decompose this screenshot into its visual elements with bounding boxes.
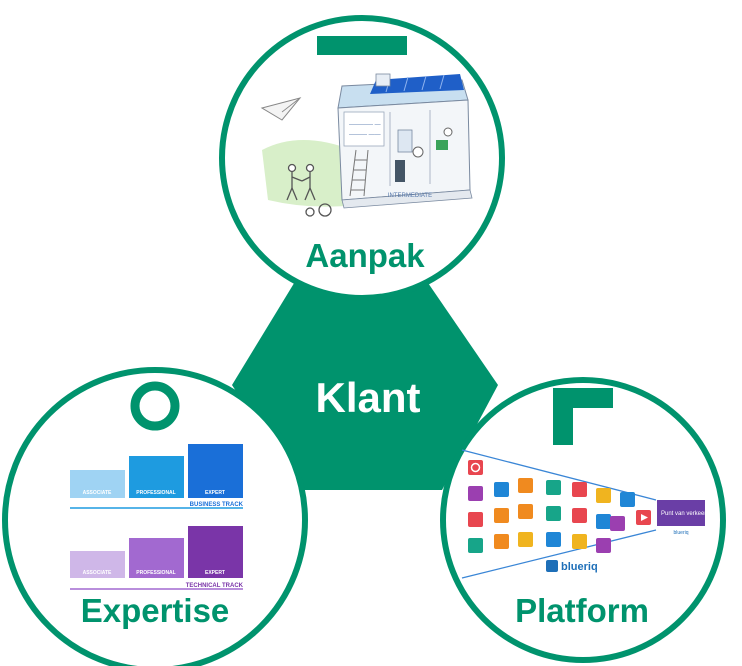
platform-circle: Punt van verkeer blueriq blueriq Platfor… [440,377,726,663]
check-icon [468,538,483,553]
center-hexagon [232,280,498,490]
technical-level-3: EXPERT [205,570,225,576]
table-icon [596,514,611,529]
person-icon [468,512,483,527]
image-icon [494,534,509,549]
cart-icon [572,508,587,523]
code-icon [596,538,611,553]
bell-icon [572,534,587,549]
form-icon [494,508,509,523]
business-track: ASSOCIATE PROFESSIONAL EXPERT BUSINESS T… [70,444,244,509]
aanpak-label: Aanpak [305,237,425,274]
user-check-icon [546,506,561,521]
ladder-icon [349,149,369,197]
output-box [657,500,705,526]
document-icon [468,486,483,501]
svg-text:——— ——: ——— —— [349,132,381,138]
calendar-icon [596,488,611,503]
signpost-icon [620,492,635,507]
output-box-text: Punt van verkeer [661,511,706,517]
scale-icon [494,482,509,497]
mail-icon [546,480,561,495]
corner-icon [553,388,613,445]
technical-track-label: TECHNICAL TRACK [186,583,244,589]
funnel-diagram: Punt van verkeer blueriq [461,449,706,579]
expertise-circle: ASSOCIATE PROFESSIONAL EXPERT BUSINESS T… [2,367,308,666]
technical-track: ASSOCIATE PROFESSIONAL EXPERT TECHNICAL … [70,526,244,590]
office-illustration: ———— — ——— —— INTERMEDIATE [260,73,473,217]
arrow-right-icon [610,516,625,531]
blueriq-logo: blueriq [546,560,598,573]
business-track-label: BUSINESS TRACK [190,502,244,508]
target-icon [468,460,483,475]
paper-plane-icon [260,97,302,121]
expertise-label: Expertise [81,592,230,629]
chart-icon [518,478,533,493]
business-level-3: EXPERT [205,490,225,496]
grid-icon [572,482,587,497]
people-icon [286,163,332,217]
flow-icon [546,532,561,547]
center-label: Klant [316,374,421,421]
aanpak-circle: ———— — ——— —— INTERMEDIATE Aanpak [219,15,505,301]
small-brand-text: blueriq [673,530,688,536]
business-level-2: PROFESSIONAL [136,490,175,496]
ring-icon [130,381,180,431]
building-sign-lines: ———— — [349,122,381,128]
business-level-1: ASSOCIATE [83,490,112,496]
map-icon [518,532,533,547]
technical-level-1: ASSOCIATE [83,570,112,576]
process-icons [468,460,651,553]
blueriq-logo-icon [546,560,558,572]
blueriq-brand-text: blueriq [561,561,598,573]
bar-icon [317,36,407,55]
building-sign-label: INTERMEDIATE [388,193,432,199]
technical-level-2: PROFESSIONAL [136,570,175,576]
list-icon [518,504,533,519]
platform-label: Platform [515,592,649,629]
